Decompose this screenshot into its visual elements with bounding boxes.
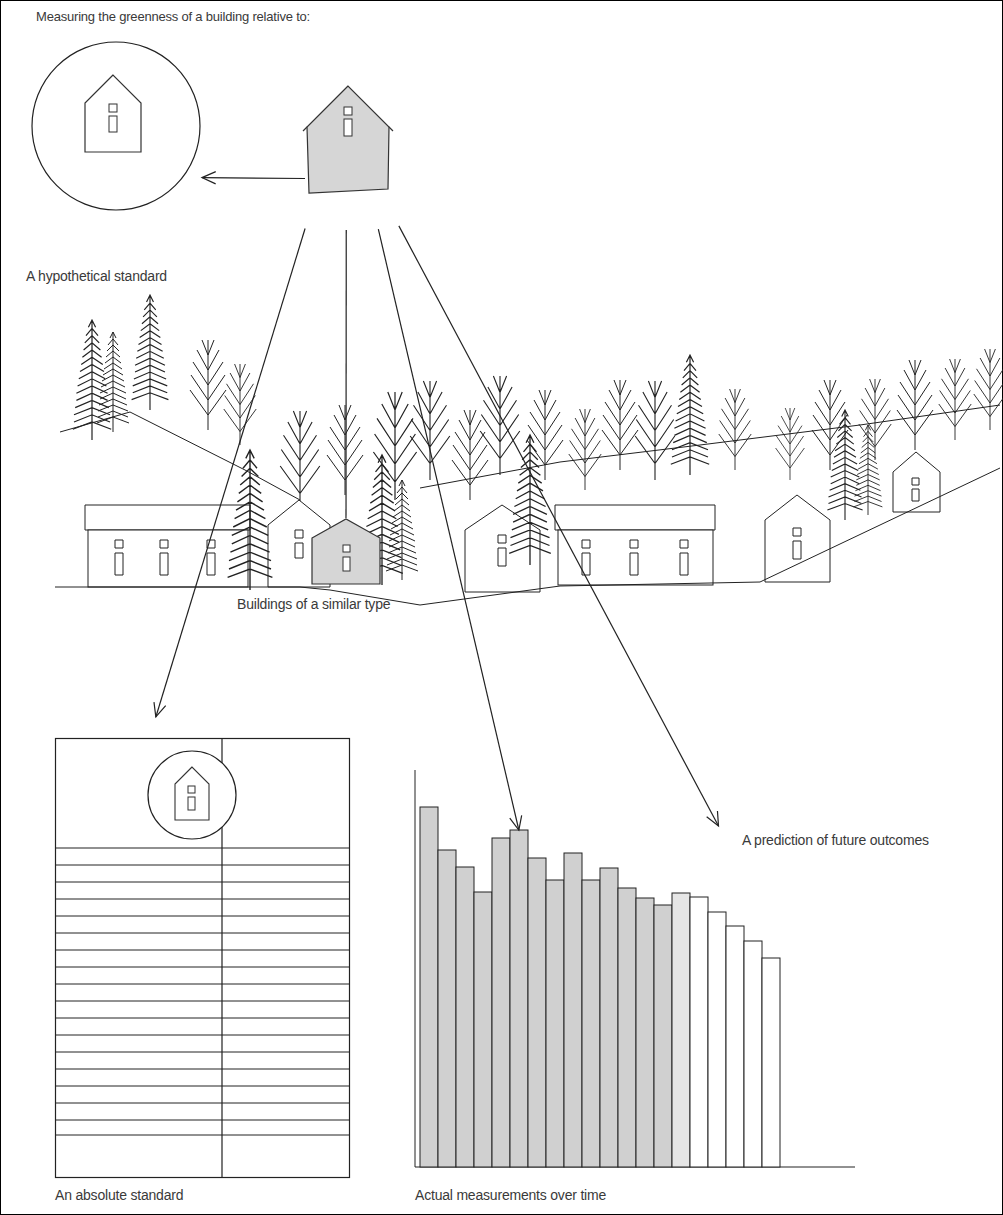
connector-arrow [202,172,305,184]
connector-line [202,177,305,179]
connector-line [378,229,519,830]
node-label: Buildings of a similar type [237,596,390,612]
arrow-head [510,815,522,830]
node-label: A prediction of future outcomes [742,832,929,848]
arrow-head [707,811,719,826]
connector-line [399,226,719,826]
diagram-node: A prediction of future outcomes [690,826,785,1167]
diagram-node: Actual measurements over timeA predictio… [415,830,855,1167]
connector-line [345,230,346,518]
arrow-head [154,702,166,717]
connector-line [156,228,305,716]
node-label: An absolute standard [55,1187,183,1203]
diagram-node [305,85,391,195]
node-label: Actual measurements over time [415,1187,606,1203]
diagram-title: Measuring the greenness of a building re… [36,9,310,24]
connector-arrow [378,229,521,830]
shaded-house [305,85,391,195]
landscape [55,295,1003,605]
standard-table [55,738,350,1178]
connector-arrow [154,228,305,716]
connector-arrow [399,226,719,826]
arrow-head [202,172,216,184]
diagram-node: Buildings of a similar type [310,518,382,586]
diagram-node: An absolute standard [55,738,350,1178]
shaded-house [310,518,382,586]
bar-chart [415,770,855,1167]
node-label: A hypothetical standard [26,268,167,284]
connector-arrow [346,230,347,518]
standard-circle [30,40,202,212]
diagram-node: A hypothetical standard [30,40,202,212]
